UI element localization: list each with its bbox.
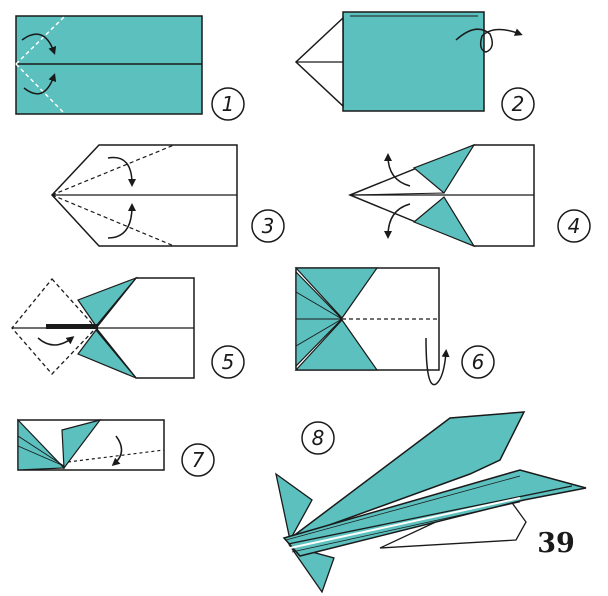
step-6-fold-arrow: [425, 337, 450, 386]
step-7-number-badge: [181, 443, 215, 477]
step-3-fold-line-bottom: [51, 194, 175, 247]
step-2-number: 2: [512, 92, 525, 116]
step-8-number: 8: [312, 426, 325, 450]
step-2-flip-arrow: [455, 28, 523, 53]
step-2-number-badge: [501, 87, 535, 121]
step-7-flap: [61, 418, 102, 470]
step-4-diagram: 4: [348, 143, 591, 248]
step-4-fold-arrow-top: [384, 153, 411, 187]
step-6-number: 6: [472, 350, 485, 374]
plane-upper-wing: [287, 411, 526, 541]
plane-lower-wing: [379, 499, 527, 549]
step-6-diagram: 6: [294, 267, 495, 386]
step-6-number-badge: [461, 345, 495, 379]
step-5-number-badge: [211, 345, 245, 379]
step-2-diagram: 2: [294, 11, 535, 121]
step-5-number: 5: [222, 350, 235, 374]
step-5-fold-arrow: [37, 336, 75, 346]
step-1-fold-line-top: [15, 15, 66, 65]
step-4-number-badge: [557, 209, 591, 243]
step-7-fold-arrow: [111, 435, 123, 466]
step-7-diagram: 7: [17, 418, 215, 477]
step-5-flap-top: [77, 276, 138, 327]
step-1-fold-arrow-bottom: [23, 73, 57, 95]
step-3-number-badge: [251, 209, 285, 243]
step-1-diagram: 1: [15, 15, 245, 121]
step-1-number-badge: [211, 87, 245, 121]
step-4-number: 4: [568, 214, 581, 238]
plane-keel-line: [287, 485, 573, 545]
step-1-fold-arrow-top: [21, 33, 57, 55]
step-8-number-badge: [301, 421, 335, 455]
step-8-diagram: 8: [275, 411, 587, 594]
step-1-fold-line-bottom: [15, 63, 66, 115]
step-6-flap-top: [294, 267, 379, 319]
step-3-number: 3: [262, 214, 275, 238]
step-4-flap-bottom: [412, 196, 476, 248]
step-7-number: 7: [192, 448, 205, 472]
step-3-fold-arrow-bottom: [107, 203, 136, 239]
plane-fuselage: [282, 469, 587, 557]
step-6-flap-bottom: [294, 319, 379, 371]
step-7-point: [17, 418, 66, 471]
step-2-paper: [342, 11, 485, 112]
step-1-number: 1: [222, 92, 235, 116]
step-7-fold-line: [67, 449, 165, 463]
step-1-paper: [15, 15, 203, 115]
step-5-flap-bottom: [77, 329, 137, 379]
step-5-diagram: 5: [11, 276, 245, 379]
step-3-fold-arrow-top: [107, 156, 136, 187]
step-4-fold-arrow-bottom: [384, 203, 411, 239]
plane-tail-top: [275, 472, 313, 542]
step-4-flap-top: [412, 143, 476, 194]
page-number: 39: [537, 528, 575, 559]
step-3-fold-line-top: [51, 144, 175, 196]
step-3-diagram: 3: [50, 144, 285, 247]
